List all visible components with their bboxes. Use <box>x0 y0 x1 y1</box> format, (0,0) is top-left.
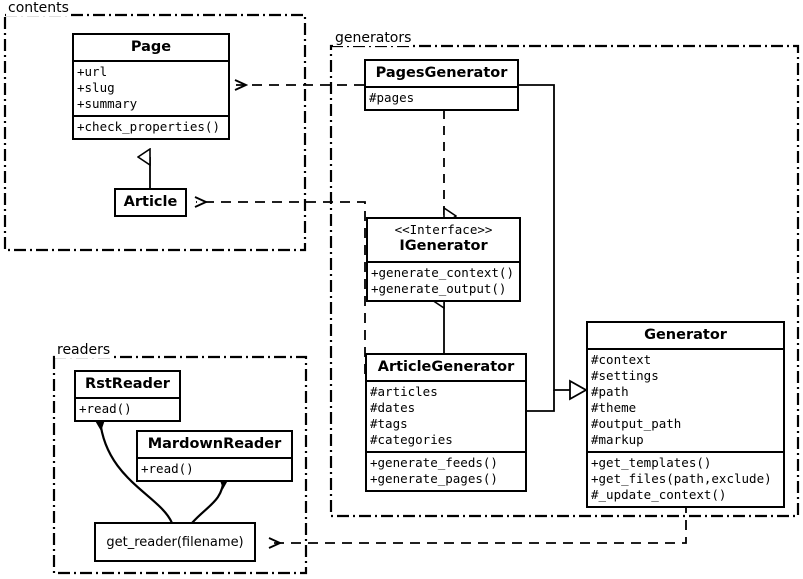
class-name-article-generator: ArticleGenerator <box>377 359 515 375</box>
attribute-item: +slug <box>77 80 115 95</box>
package-label-contents: contents <box>6 0 71 16</box>
method-item: +get_files(path,exclude) <box>591 471 772 486</box>
class-box-rst-reader[interactable]: RstReader +read() <box>74 370 181 422</box>
rel-articlegenerator-uses-article <box>196 202 366 374</box>
rel-articlegenerator-inherits-generator <box>527 390 555 412</box>
attribute-item: #theme <box>591 400 637 415</box>
rel-generator-uses-get-reader <box>270 503 687 543</box>
method-item: +generate_pages() <box>370 471 498 486</box>
package-label-readers: readers <box>55 342 113 358</box>
method-item: +check_properties() <box>77 119 220 134</box>
method-item: +read() <box>79 401 132 416</box>
class-methods-mardown-reader: +read() <box>138 457 291 480</box>
attribute-item: +summary <box>77 96 138 111</box>
class-box-pages-generator[interactable]: PagesGenerator #pages <box>364 59 519 111</box>
package-label-generators: generators <box>333 30 414 46</box>
attribute-item: #settings <box>591 368 659 383</box>
class-methods-rst-reader: +read() <box>76 397 179 420</box>
class-methods-generator: +get_templates() +get_files(path,exclude… <box>588 451 783 506</box>
attribute-item: #dates <box>370 400 416 415</box>
class-methods-page: +check_properties() <box>74 115 228 138</box>
class-attributes-page: +url +slug +summary <box>74 60 228 115</box>
attribute-item: #output_path <box>591 416 682 431</box>
method-item: +generate_context() <box>371 265 514 280</box>
class-box-mardown-reader[interactable]: MardownReader +read() <box>136 430 293 482</box>
class-attributes-pages-generator: #pages <box>366 86 517 109</box>
class-name-pages-generator: PagesGenerator <box>375 65 508 81</box>
rel-get-reader-returns-mardownreader <box>191 478 224 524</box>
function-label-get-reader: get_reader(filename) <box>106 534 244 550</box>
attribute-item: #path <box>591 384 629 399</box>
attribute-item: #markup <box>591 432 644 447</box>
rel-pagesgenerator-inherits-generator <box>519 84 588 401</box>
class-stereotype-igenerator: <<Interface>> <box>394 222 493 237</box>
class-name-igenerator: IGenerator <box>399 238 488 254</box>
class-attributes-article-generator: #articles #dates #tags #categories <box>367 380 525 451</box>
class-box-generator[interactable]: Generator #context #settings #path #them… <box>586 321 785 508</box>
class-box-igenerator[interactable]: <<Interface>> IGenerator +generate_conte… <box>366 217 521 302</box>
class-name-mardown-reader: MardownReader <box>147 436 282 452</box>
class-name-page: Page <box>130 39 172 55</box>
function-box-get-reader[interactable]: get_reader(filename) <box>94 522 256 562</box>
method-item: +generate_feeds() <box>370 455 498 470</box>
class-attributes-generator: #context #settings #path #theme #output_… <box>588 348 783 451</box>
class-box-article[interactable]: Article <box>114 188 187 217</box>
method-item: +read() <box>141 461 194 476</box>
class-methods-article-generator: +generate_feeds() +generate_pages() <box>367 451 525 490</box>
class-box-page[interactable]: Page +url +slug +summary +check_properti… <box>72 33 230 140</box>
class-name-article: Article <box>123 194 178 210</box>
attribute-item: #tags <box>370 416 408 431</box>
class-name-generator: Generator <box>644 327 727 343</box>
class-box-article-generator[interactable]: ArticleGenerator #articles #dates #tags … <box>365 353 527 492</box>
attribute-item: #categories <box>370 432 453 447</box>
attribute-item: +url <box>77 64 108 79</box>
attribute-item: #articles <box>370 384 438 399</box>
class-name-rst-reader: RstReader <box>85 376 170 392</box>
attribute-item: #context <box>591 352 652 367</box>
method-item: +get_templates() <box>591 455 712 470</box>
class-methods-igenerator: +generate_context() +generate_output() <box>368 261 519 300</box>
method-item: +generate_output() <box>371 281 507 296</box>
attribute-item: #pages <box>369 90 415 105</box>
method-item: #_update_context() <box>591 487 727 502</box>
